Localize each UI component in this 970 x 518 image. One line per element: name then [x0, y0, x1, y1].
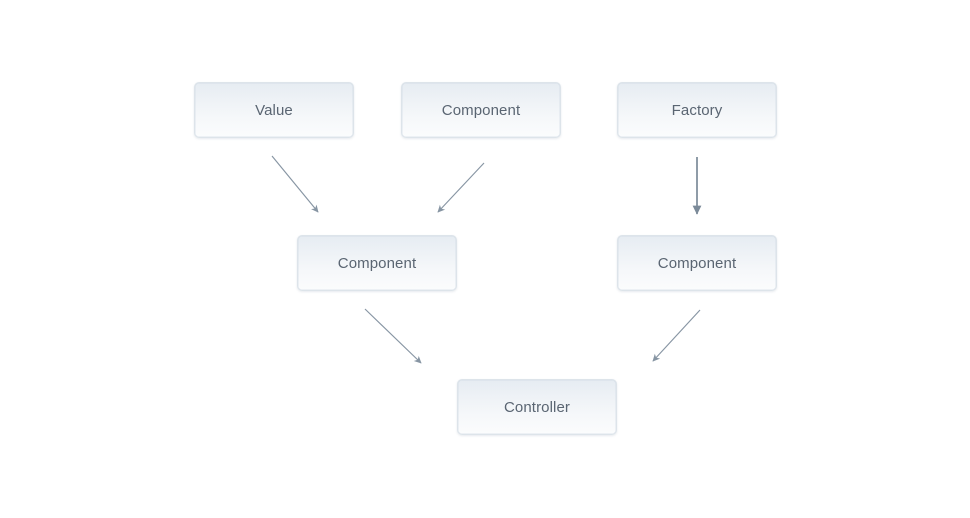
node-component-mid-right[interactable]: Component: [617, 235, 777, 291]
node-value[interactable]: Value: [194, 82, 354, 138]
node-label: Component: [441, 101, 521, 119]
node-label: Controller: [503, 398, 571, 416]
edge-component-to-controller-right: [652, 309, 701, 362]
node-component-top[interactable]: Component: [401, 82, 561, 138]
node-label: Component: [657, 254, 737, 272]
node-label: Value: [255, 101, 293, 119]
node-component-mid-left[interactable]: Component: [297, 235, 457, 291]
node-controller[interactable]: Controller: [457, 379, 617, 435]
edge-component-to-controller-left: [364, 308, 422, 364]
node-label: Factory: [671, 101, 723, 119]
edge-component-top-to-component: [437, 162, 485, 213]
edge-value-to-component: [271, 155, 319, 213]
node-label: Component: [337, 254, 417, 272]
node-factory[interactable]: Factory: [617, 82, 777, 138]
